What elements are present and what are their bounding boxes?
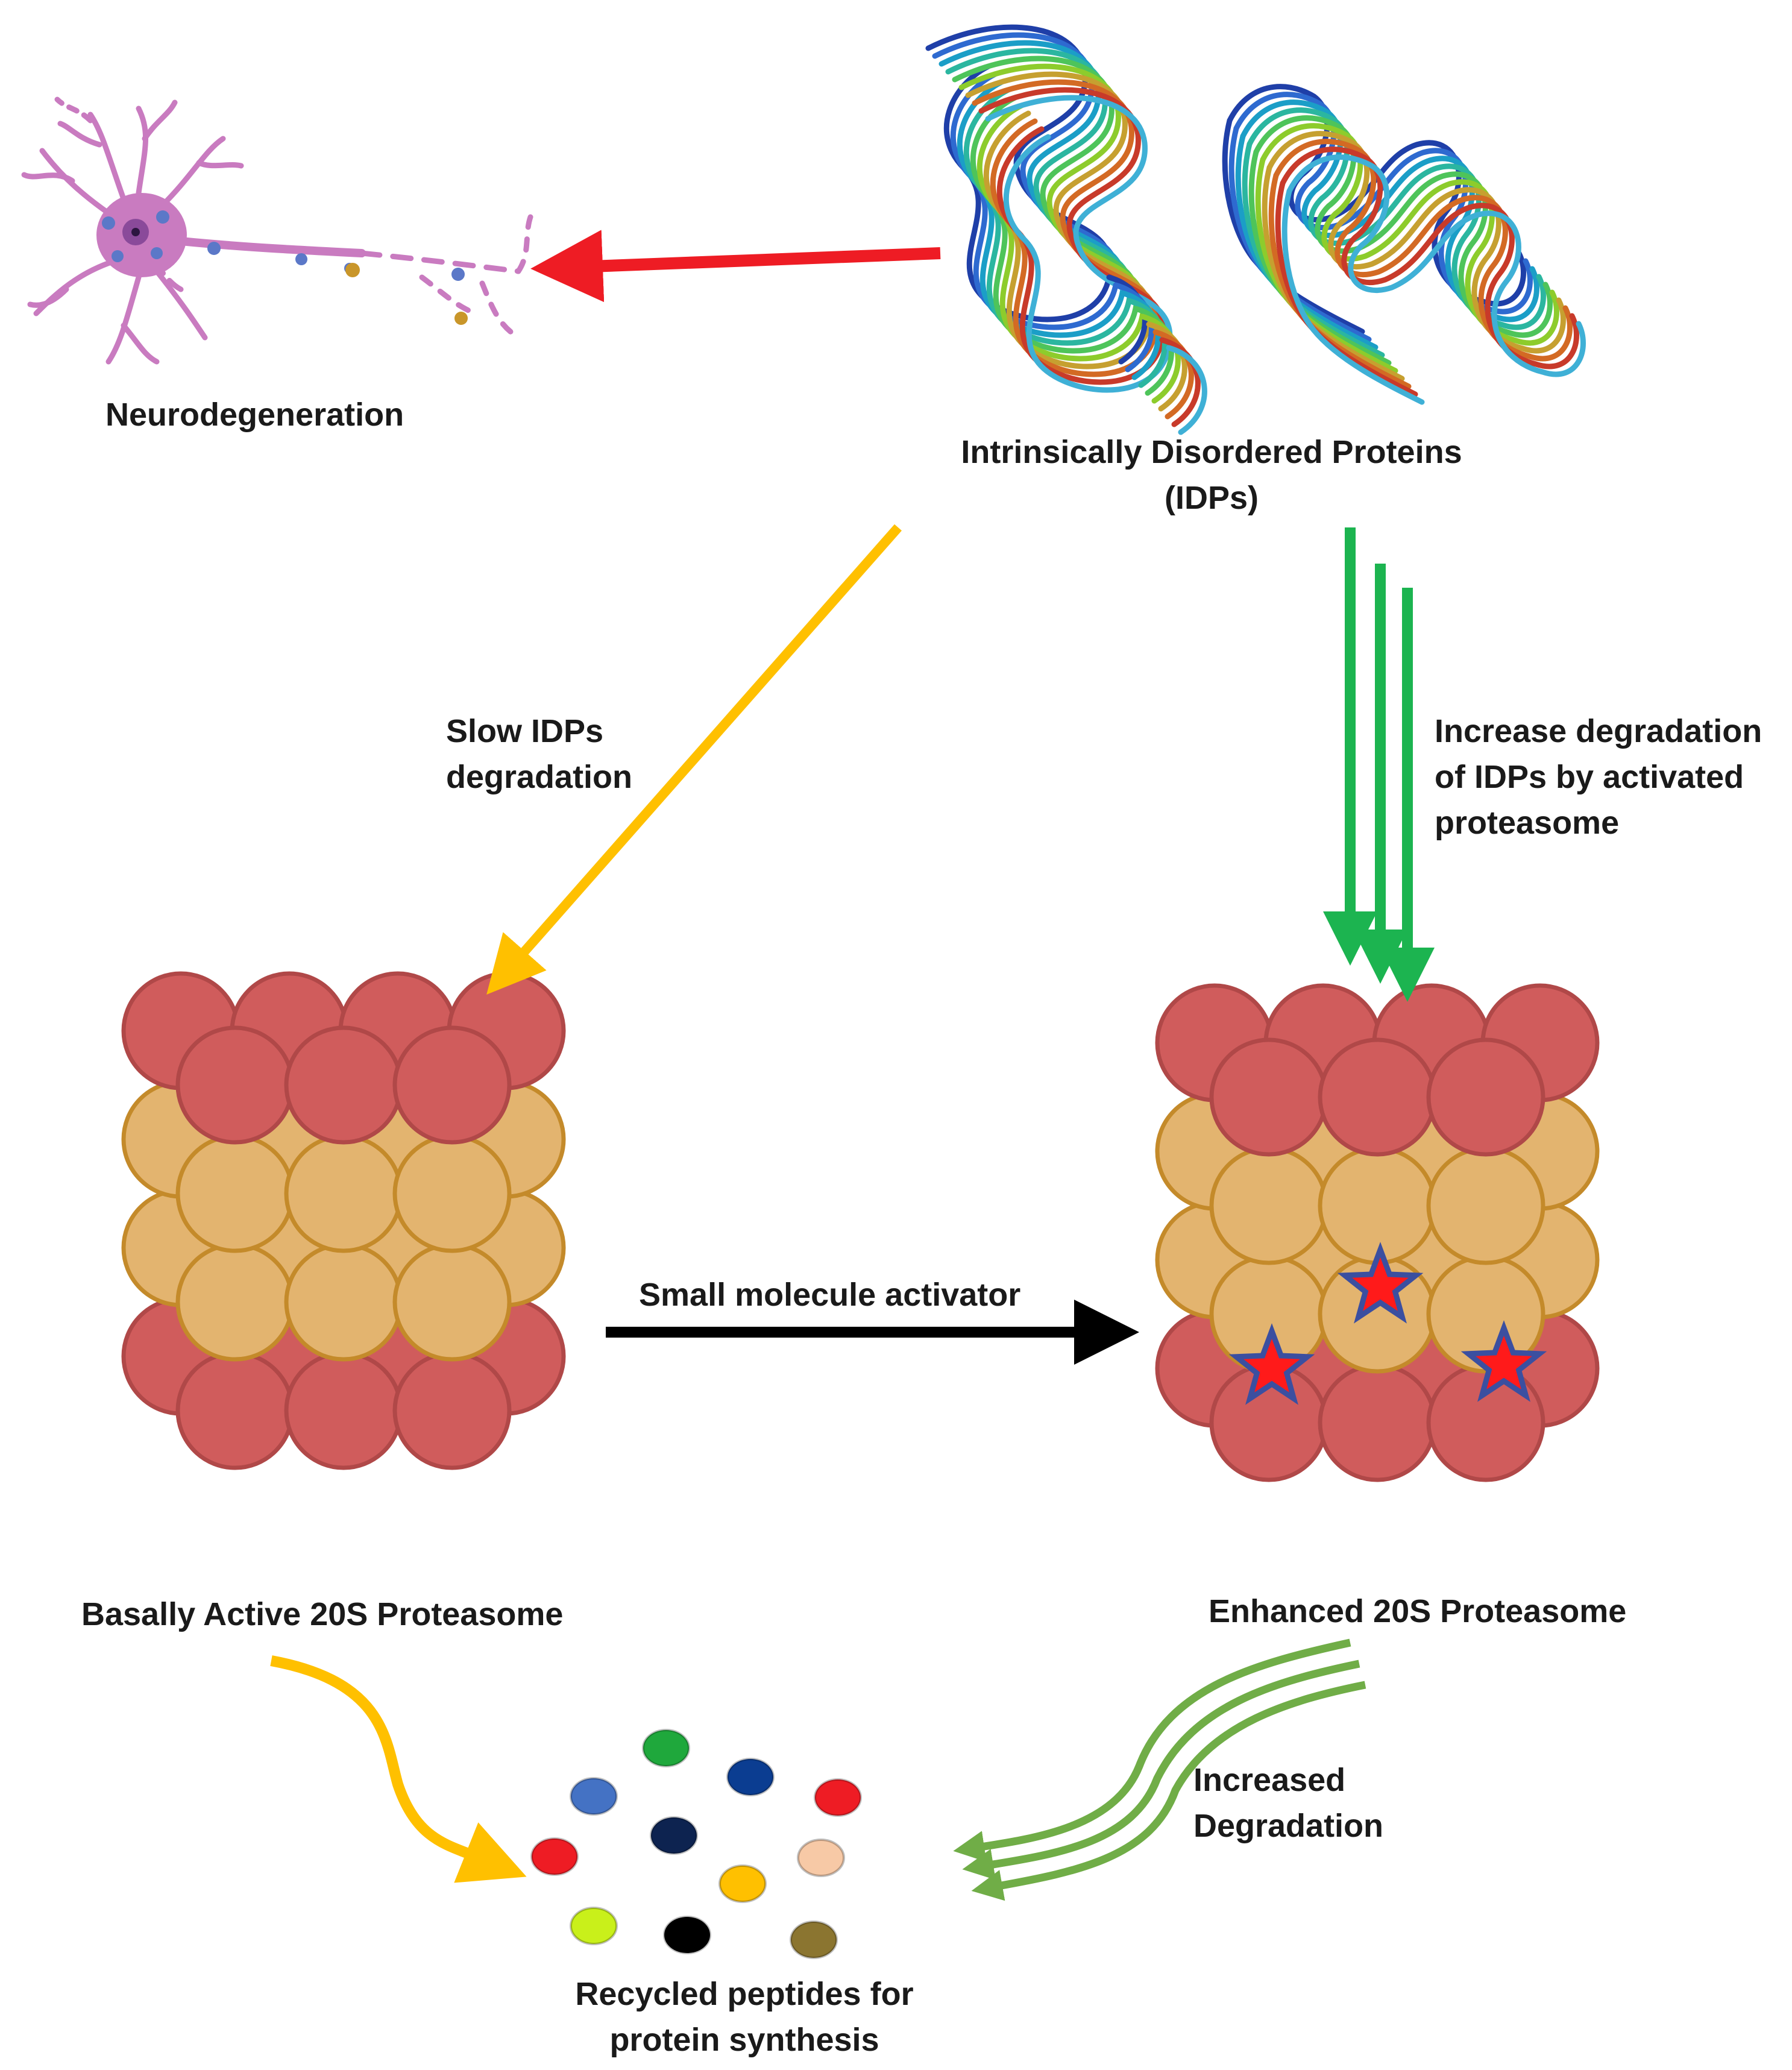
idp-strand [1166, 345, 1207, 435]
alpha-subunit [1318, 1037, 1437, 1157]
beta-subunit [284, 1134, 403, 1253]
arrow-increased-2 [962, 1659, 1360, 1880]
star-icon [1337, 1242, 1424, 1324]
peptide-dot [530, 1837, 579, 1876]
basal-proteasome [121, 971, 566, 1470]
label-basal-text: Basally Active 20S Proteasome [81, 1596, 564, 1632]
label-enhanced-text: Enhanced 20S Proteasome [1209, 1593, 1627, 1629]
label-slow-degradation: Slow IDPs degradation [446, 708, 632, 800]
idp-strand [1152, 329, 1194, 420]
star-icon [1460, 1320, 1547, 1402]
label-increase-line1: Increase degradation [1435, 713, 1762, 749]
label-increased-degradation: Increased Degradation [1193, 1757, 1383, 1849]
alpha-subunit [284, 1025, 403, 1145]
alpha-subunit [175, 1025, 295, 1145]
peptide-dot [797, 1839, 845, 1877]
beta-subunit [1318, 1146, 1437, 1265]
peptide-dot [790, 1921, 838, 1959]
alpha-subunit [1318, 1363, 1437, 1482]
beta-subunit [1209, 1146, 1328, 1265]
label-increased-line2: Degradation [1193, 1808, 1384, 1844]
peptide-dot [570, 1777, 618, 1816]
label-neurodegeneration: Neurodegeneration [105, 392, 404, 438]
idp-strand [1159, 337, 1201, 427]
beta-subunit [392, 1134, 512, 1253]
label-enhanced-proteasome: Enhanced 20S Proteasome [1209, 1588, 1626, 1634]
peptide-dot [663, 1916, 711, 1954]
alpha-subunit [1209, 1037, 1328, 1157]
peptide-dot [650, 1816, 698, 1855]
arrow-basal-to-peptides [270, 1655, 527, 1883]
label-idps-line1: Intrinsically Disordered Proteins [961, 434, 1462, 470]
label-recycled-line1: Recycled peptides for [575, 1976, 914, 2012]
beta-subunit [1426, 1146, 1545, 1265]
label-increase-line3: proteasome [1435, 805, 1620, 841]
label-increased-line1: Increased [1193, 1762, 1346, 1798]
idp-strand [1281, 188, 1425, 405]
alpha-subunit [175, 1351, 295, 1470]
peptide-dot [642, 1729, 690, 1767]
beta-subunit [175, 1242, 295, 1362]
idp-protein-structure [925, 24, 1586, 435]
beta-subunit [284, 1242, 403, 1362]
label-neurodegeneration-text: Neurodegeneration [105, 397, 404, 433]
peptide-dot [726, 1758, 775, 1796]
label-idps: Intrinsically Disordered Proteins (IDPs) [940, 429, 1483, 521]
alpha-subunit [392, 1351, 512, 1470]
beta-subunit [392, 1242, 512, 1362]
alpha-subunit [392, 1025, 512, 1145]
peptide-dot [570, 1907, 618, 1945]
activation-stars [1228, 1242, 1547, 1405]
label-recycled-line2: protein synthesis [609, 2022, 879, 2058]
alpha-subunit [284, 1351, 403, 1470]
label-slow-line2: degradation [446, 759, 633, 795]
arrow-increased-3 [971, 1681, 1366, 1901]
label-recycled-peptides: Recycled peptides for protein synthesis [542, 1971, 946, 2063]
peptide-dot [718, 1864, 767, 1903]
label-activator-text: Small molecule activator [639, 1277, 1021, 1313]
enhanced-proteasome [1155, 983, 1600, 1482]
recycled-peptides [530, 1729, 862, 1959]
label-idps-line2: (IDPs) [1164, 480, 1259, 516]
arrow-increased-1 [953, 1638, 1351, 1862]
arrow-slow-degradation [486, 524, 902, 995]
label-basal-proteasome: Basally Active 20S Proteasome [81, 1591, 563, 1637]
idp-strand [1286, 154, 1586, 377]
beta-subunit [175, 1134, 295, 1253]
alpha-subunit [1426, 1037, 1545, 1157]
label-slow-line1: Slow IDPs [446, 713, 604, 749]
label-increase-line2: of IDPs by activated [1435, 759, 1744, 795]
arrow-to-neurodegeneration [530, 230, 941, 303]
peptide-dot [814, 1778, 862, 1817]
label-increase-degradation: Increase degradation of IDPs by activate… [1435, 708, 1762, 846]
idp-strand [1139, 313, 1181, 404]
idp-strand [1146, 321, 1187, 412]
label-activator: Small molecule activator [639, 1272, 1020, 1318]
neuron-aggregates [102, 210, 465, 281]
star-icon [1228, 1323, 1315, 1405]
